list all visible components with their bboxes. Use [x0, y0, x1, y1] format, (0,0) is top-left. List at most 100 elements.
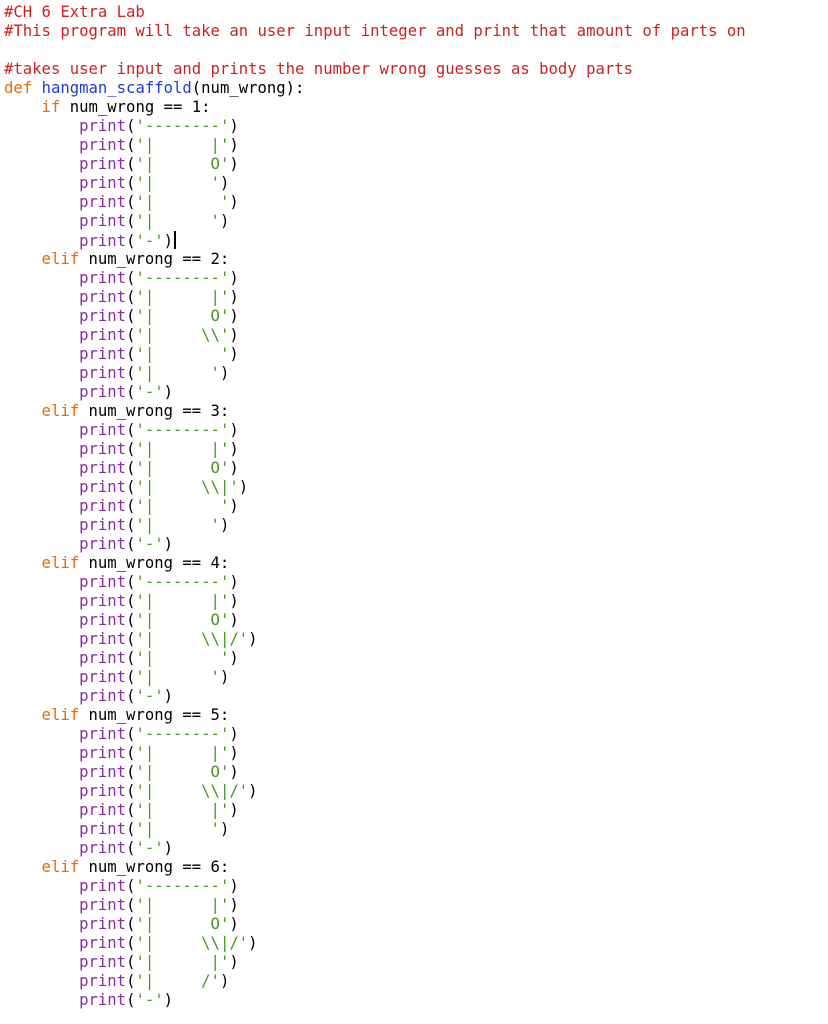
- code-line[interactable]: print('| '): [4, 497, 239, 516]
- code-line[interactable]: print('| '): [4, 820, 229, 839]
- code-token-plain: ): [229, 288, 239, 306]
- code-line[interactable]: print('| |'): [4, 136, 239, 155]
- code-line[interactable]: print('| '): [4, 193, 239, 212]
- code-line[interactable]: print('| \\|/'): [4, 630, 258, 649]
- code-token-plain: ): [229, 307, 239, 325]
- code-line[interactable]: print('| '): [4, 174, 229, 193]
- code-line[interactable]: elif num_wrong == 2:: [4, 250, 230, 269]
- code-token-string: '| O': [135, 611, 230, 629]
- code-token-string: '-': [135, 687, 164, 705]
- code-line[interactable]: #takes user input and prints the number …: [4, 60, 633, 79]
- code-token-plain: ): [229, 611, 239, 629]
- code-token-keyword: elif: [4, 402, 80, 420]
- code-line[interactable]: print('| '): [4, 345, 239, 364]
- code-line[interactable]: print('-'): [4, 383, 173, 402]
- code-line[interactable]: print('--------'): [4, 421, 239, 440]
- code-token-string: '| |': [135, 896, 230, 914]
- code-token-plain: (: [126, 288, 136, 306]
- code-line[interactable]: print('-'): [4, 687, 173, 706]
- code-line[interactable]: print('| \\|/'): [4, 934, 257, 953]
- code-line[interactable]: print('| '): [4, 364, 229, 383]
- code-token-string: '| |': [135, 592, 230, 610]
- code-line[interactable]: print('-'): [4, 991, 173, 1010]
- code-line[interactable]: print('-'): [4, 231, 176, 250]
- code-line[interactable]: elif num_wrong == 5:: [4, 706, 230, 725]
- code-token-plain: (: [126, 725, 136, 743]
- code-line[interactable]: print('| '): [4, 649, 239, 668]
- code-line[interactable]: print('| |'): [4, 288, 239, 307]
- code-token-string: '| |': [135, 440, 230, 458]
- code-line[interactable]: print('| O'): [4, 307, 239, 326]
- code-line[interactable]: print('| |'): [4, 592, 239, 611]
- code-line[interactable]: elif num_wrong == 6:: [4, 858, 230, 877]
- code-token-plain: ): [229, 421, 239, 439]
- code-token-plain: (: [126, 687, 136, 705]
- code-line[interactable]: print('| \\'): [4, 326, 239, 345]
- code-token-comment: #CH 6 Extra Lab: [4, 3, 145, 21]
- code-token-plain: (: [126, 459, 136, 477]
- code-token-string: '-': [135, 991, 164, 1009]
- code-line[interactable]: print('| O'): [4, 155, 239, 174]
- code-line[interactable]: print('--------'): [4, 573, 239, 592]
- code-token-plain: ): [219, 174, 230, 192]
- code-line[interactable]: print('| O'): [4, 763, 239, 782]
- code-line[interactable]: print('| |'): [4, 440, 239, 459]
- code-line[interactable]: print('| /'): [4, 972, 229, 991]
- code-line[interactable]: elif num_wrong == 3:: [4, 402, 230, 421]
- code-token-string: '| \\': [135, 326, 230, 344]
- code-line[interactable]: if num_wrong == 1:: [4, 98, 211, 117]
- code-token-builtin: print: [4, 155, 127, 173]
- code-line[interactable]: print('| \\|'): [4, 478, 248, 497]
- code-token-string: '| \\|': [135, 478, 239, 496]
- code-token-plain: (: [126, 611, 136, 629]
- code-line[interactable]: print('| '): [4, 668, 229, 687]
- code-token-plain: (: [126, 668, 136, 686]
- code-token-plain: ): [219, 364, 230, 382]
- code-token-plain: ): [229, 269, 239, 287]
- code-token-plain: num_wrong == 3:: [79, 402, 230, 420]
- code-line[interactable]: print('| O'): [4, 459, 239, 478]
- code-token-plain: ): [248, 630, 258, 648]
- code-line[interactable]: print('--------'): [4, 877, 239, 896]
- code-token-plain: (: [126, 896, 136, 914]
- code-token-plain: (: [126, 345, 136, 363]
- code-line[interactable]: print('| '): [4, 212, 229, 231]
- code-line[interactable]: #This program will take an user input in…: [4, 22, 746, 41]
- code-line[interactable]: print('--------'): [4, 725, 239, 744]
- code-token-plain: (: [126, 364, 136, 382]
- code-line[interactable]: print('| |'): [4, 744, 239, 763]
- code-token-builtin: print: [4, 478, 127, 496]
- code-token-plain: ): [229, 801, 239, 819]
- code-token-string: '| O': [135, 155, 230, 173]
- code-token-string: '| ': [135, 364, 220, 382]
- code-line[interactable]: print('| |'): [4, 896, 239, 915]
- code-line[interactable]: print('-'): [4, 535, 173, 554]
- code-token-plain: ): [229, 440, 239, 458]
- code-line[interactable]: print('| '): [4, 516, 229, 535]
- code-token-plain: (: [126, 212, 136, 230]
- code-token-string: '| ': [135, 516, 220, 534]
- code-line[interactable]: def hangman_scaffold(num_wrong):: [4, 79, 304, 98]
- code-token-plain: ): [163, 991, 174, 1009]
- code-token-string: '| O': [135, 307, 230, 325]
- code-token-plain: (: [126, 934, 136, 952]
- code-line[interactable]: print('--------'): [4, 117, 239, 136]
- code-line[interactable]: print('-'): [4, 839, 173, 858]
- code-line[interactable]: elif num_wrong == 4:: [4, 554, 230, 573]
- code-line[interactable]: print('| |'): [4, 801, 239, 820]
- code-line[interactable]: print('| O'): [4, 611, 239, 630]
- code-token-plain: ): [163, 687, 174, 705]
- code-token-builtin: print: [4, 364, 127, 382]
- code-line[interactable]: print('| |'): [4, 953, 239, 972]
- code-token-plain: ): [229, 193, 239, 211]
- code-line[interactable]: print('| O'): [4, 915, 239, 934]
- code-token-plain: ): [219, 212, 230, 230]
- code-token-plain: ): [229, 877, 239, 895]
- code-line[interactable]: #CH 6 Extra Lab: [4, 3, 145, 22]
- code-line[interactable]: print('--------'): [4, 269, 239, 288]
- text-cursor: [174, 231, 176, 249]
- code-token-string: '-': [135, 535, 164, 553]
- code-line[interactable]: print('| \\|/'): [4, 782, 257, 801]
- code-token-string: '--------': [135, 573, 230, 591]
